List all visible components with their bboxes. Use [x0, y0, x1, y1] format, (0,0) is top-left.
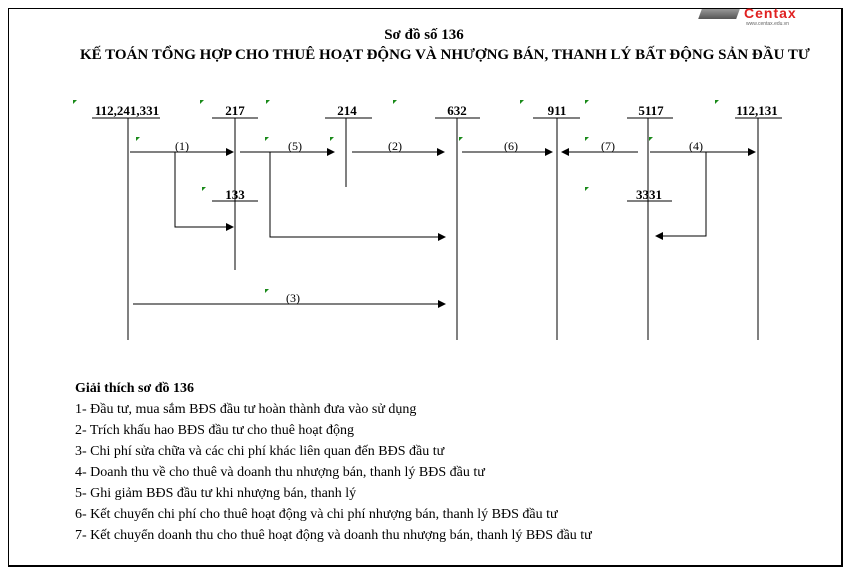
- arrow-4-branch-3331: [655, 152, 707, 240]
- logo-text: Centax: [744, 5, 797, 21]
- account-label: 217: [225, 103, 245, 118]
- diagram-title: Sơ đồ số 136: [384, 27, 464, 43]
- comment-markers: [73, 100, 719, 293]
- flow-label: (7): [601, 139, 615, 153]
- account-label: 911: [548, 103, 567, 118]
- account-label: 632: [447, 103, 467, 118]
- account-label: 112,131: [736, 103, 778, 118]
- flow-label: (4): [689, 139, 703, 153]
- account-label: 112,241,331: [95, 103, 159, 118]
- centax-logo: Centax www.centax.edu.vn: [698, 5, 840, 27]
- page-frame: [8, 8, 843, 567]
- legend-item: 5- Ghi giảm BĐS đầu tư khi nhượng bán, t…: [75, 486, 357, 501]
- diagram-subtitle: KẾ TOÁN TỔNG HỢP CHO THUÊ HOẠT ĐỘNG VÀ N…: [80, 47, 810, 63]
- account-label: 3331: [636, 187, 662, 202]
- flow-label: (6): [504, 139, 518, 153]
- account-label: 5117: [638, 103, 664, 118]
- flow-label: (3): [286, 291, 300, 305]
- legend-item: 7- Kết chuyển doanh thu cho thuê hoạt độ…: [75, 528, 592, 543]
- account-label: 133: [225, 187, 245, 202]
- flow-label: (1): [175, 139, 189, 153]
- flow-label: (2): [388, 139, 402, 153]
- legend-item: 3- Chi phí sửa chữa và các chi phí khác …: [75, 444, 445, 459]
- legend-item: 1- Đầu tư, mua sắm BĐS đầu tư hoàn thành…: [75, 402, 417, 417]
- logo-url: www.centax.edu.vn: [746, 21, 790, 27]
- arrow-1-branch-133: [174, 152, 234, 231]
- flow-label: (5): [288, 139, 302, 153]
- legend-item: 4- Doanh thu về cho thuê và doanh thu nh…: [75, 465, 485, 480]
- account-label: 214: [337, 103, 357, 118]
- legend-item: 6- Kết chuyển chi phí cho thuê hoạt động…: [75, 507, 558, 522]
- legend-title: Giải thích sơ đồ 136: [75, 381, 194, 396]
- arrow-5-branch-632: [269, 152, 446, 241]
- legend: Giải thích sơ đồ 136 1- Đầu tư, mua sắm …: [75, 378, 592, 546]
- legend-item: 2- Trích khấu hao BĐS đầu tư cho thuê ho…: [75, 423, 355, 438]
